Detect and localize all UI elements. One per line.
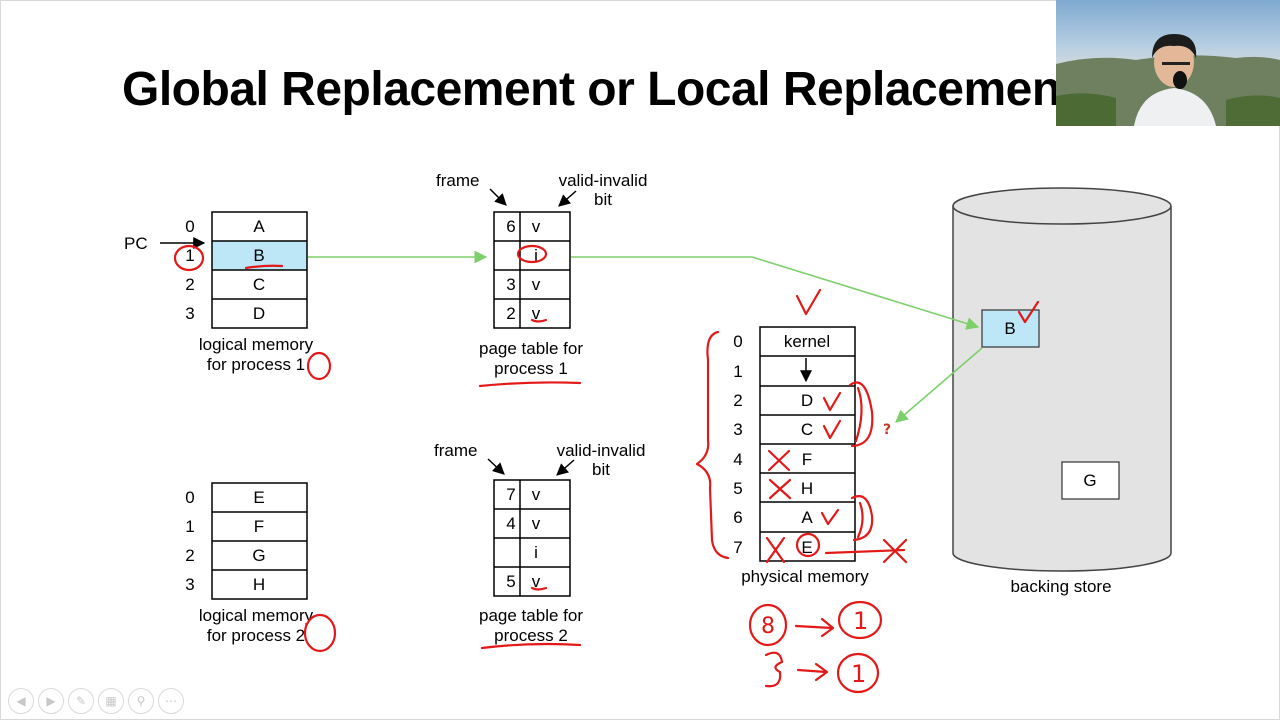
- pc-label: PC: [124, 234, 148, 253]
- page-index: 3: [185, 575, 194, 594]
- backing-block-g: [1061, 461, 1120, 500]
- page-cell: G: [252, 546, 265, 565]
- logical-memory-process-2: 0 1 2 3 E F G H logical memory for proce…: [185, 482, 314, 645]
- highlighted-page-cell: [212, 241, 307, 270]
- caption-backing-store: backing store: [1010, 577, 1111, 596]
- valid-invalid-label: valid-invalid: [557, 441, 646, 460]
- presenter-webcam: [1056, 0, 1280, 126]
- caption-logical-memory-1: logical memory: [199, 335, 314, 354]
- presenter-video-frame: [1056, 34, 1280, 126]
- valid-bit-cell: v: [532, 304, 541, 323]
- valid-bit-cell: v: [532, 514, 541, 533]
- caption-logical-memory-2: logical memory: [199, 606, 314, 625]
- frame-content: C: [801, 420, 813, 439]
- slide-title: Global Replacement or Local Replacement: [122, 63, 1077, 116]
- presentation-toolbar: ◀ ▶ ✎ ▦ ⚲ ⋯: [8, 688, 184, 714]
- frame-index: 5: [733, 479, 742, 498]
- frame-index: 0: [733, 332, 742, 351]
- caption-process-2: process 2: [494, 626, 568, 645]
- frame-index: 2: [733, 391, 742, 410]
- frame-index: 4: [733, 450, 742, 469]
- pen-icon[interactable]: ✎: [68, 688, 94, 714]
- valid-bit-cell: v: [532, 275, 541, 294]
- frame-content: E: [801, 538, 812, 557]
- caption-page-table-1: page table for: [479, 339, 583, 358]
- caption-process-1: process 1: [494, 359, 568, 378]
- forward-icon[interactable]: ▶: [38, 688, 64, 714]
- back-icon[interactable]: ◀: [8, 688, 34, 714]
- handwritten-annotations: [173, 244, 1040, 694]
- valid-bit-cell: v: [532, 572, 541, 591]
- caption-for-process-2: for process 2: [207, 626, 305, 645]
- frame-label: frame: [434, 441, 477, 460]
- zoom-icon[interactable]: ⚲: [128, 688, 154, 714]
- question-mark: ?: [883, 422, 891, 438]
- page-index: 1: [185, 246, 194, 265]
- frame-content: F: [802, 450, 812, 469]
- page-cell: C: [253, 275, 265, 294]
- slides-icon[interactable]: ▦: [98, 688, 124, 714]
- valid-invalid-label: valid-invalid: [559, 171, 648, 190]
- logical-memory-process-1: 0 1 2 3 A B C D logical memory for proce…: [185, 211, 314, 374]
- page-cell: A: [253, 217, 265, 236]
- frame-cell: 5: [506, 572, 515, 591]
- backing-store: B G backing store: [952, 187, 1172, 596]
- handwritten-digits: ? 8 1 1: [761, 422, 891, 688]
- caption-for-process-1: for process 1: [207, 355, 305, 374]
- page-cell: E: [253, 488, 264, 507]
- frame-cell: 4: [506, 514, 515, 533]
- frame-cell: 7: [506, 485, 515, 504]
- eq1-left-number: 8: [761, 614, 775, 639]
- backing-block-b-label: B: [1004, 319, 1015, 338]
- page-cell: F: [254, 517, 264, 536]
- valid-bit-cell: v: [532, 485, 541, 504]
- frame-content: D: [801, 391, 813, 410]
- valid-bit-cell: i: [534, 543, 538, 562]
- eq2-right-number: 1: [851, 660, 866, 688]
- page-index: 0: [185, 488, 194, 507]
- frame-label: frame: [436, 171, 479, 190]
- page-table-process-1: 6 3 2 v i v v frame valid-invalid bit pa…: [436, 171, 647, 378]
- page-index: 1: [185, 517, 194, 536]
- frame-index: 1: [733, 362, 742, 381]
- page-table-process-2: 7 4 5 v v i v frame valid-invalid bit pa…: [434, 441, 645, 645]
- valid-bit-cell: v: [532, 217, 541, 236]
- frame-cell: 6: [506, 217, 515, 236]
- page-cell: D: [253, 304, 265, 323]
- caption-page-table-2: page table for: [479, 606, 583, 625]
- physical-memory: 0 1 2 3 4 5 6 7 kernel D C F H A E physi…: [733, 326, 869, 586]
- frame-index: 3: [733, 420, 742, 439]
- frame-content: H: [801, 479, 813, 498]
- frame-index: 7: [733, 538, 742, 557]
- backing-block-g-label: G: [1083, 471, 1096, 490]
- frame-cell: 2: [506, 304, 515, 323]
- bit-label: bit: [592, 460, 610, 479]
- page-index: 2: [185, 546, 194, 565]
- caption-physical-memory: physical memory: [741, 567, 869, 586]
- frame-index: 6: [733, 508, 742, 527]
- frame-cell: 3: [506, 275, 515, 294]
- bit-label: bit: [594, 190, 612, 209]
- page-index: 2: [185, 275, 194, 294]
- page-cell: H: [253, 575, 265, 594]
- more-icon[interactable]: ⋯: [158, 688, 184, 714]
- frame-content: A: [801, 508, 813, 527]
- reference-arrows: [308, 250, 983, 423]
- valid-bit-cell: i: [534, 246, 538, 265]
- eq1-right-number: 1: [853, 607, 868, 635]
- frame-content: kernel: [784, 332, 830, 351]
- page-index: 0: [185, 217, 194, 236]
- page-index: 3: [185, 304, 194, 323]
- page-cell: B: [253, 246, 264, 265]
